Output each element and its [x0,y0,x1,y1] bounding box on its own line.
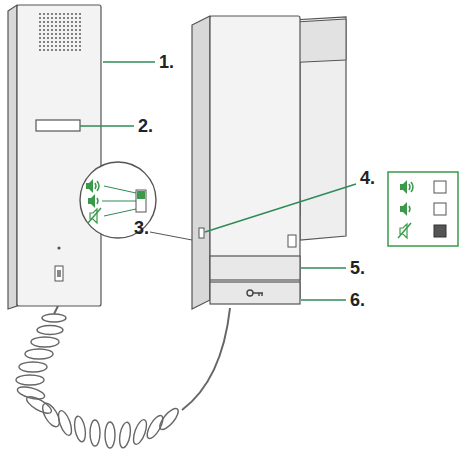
leader-lines [80,62,356,300]
callout-number: 2. [138,116,153,136]
switch-inset [80,162,192,240]
callout-number: 1. [159,52,174,72]
switch-legend [388,172,458,246]
callout-number: 5. [350,258,365,278]
callout-number: 3. [134,218,149,238]
base-unit [192,16,346,309]
callout-number: 6. [350,290,365,310]
coiled-cord [16,306,230,449]
callout-number: 4. [360,168,375,188]
handset [8,5,101,309]
